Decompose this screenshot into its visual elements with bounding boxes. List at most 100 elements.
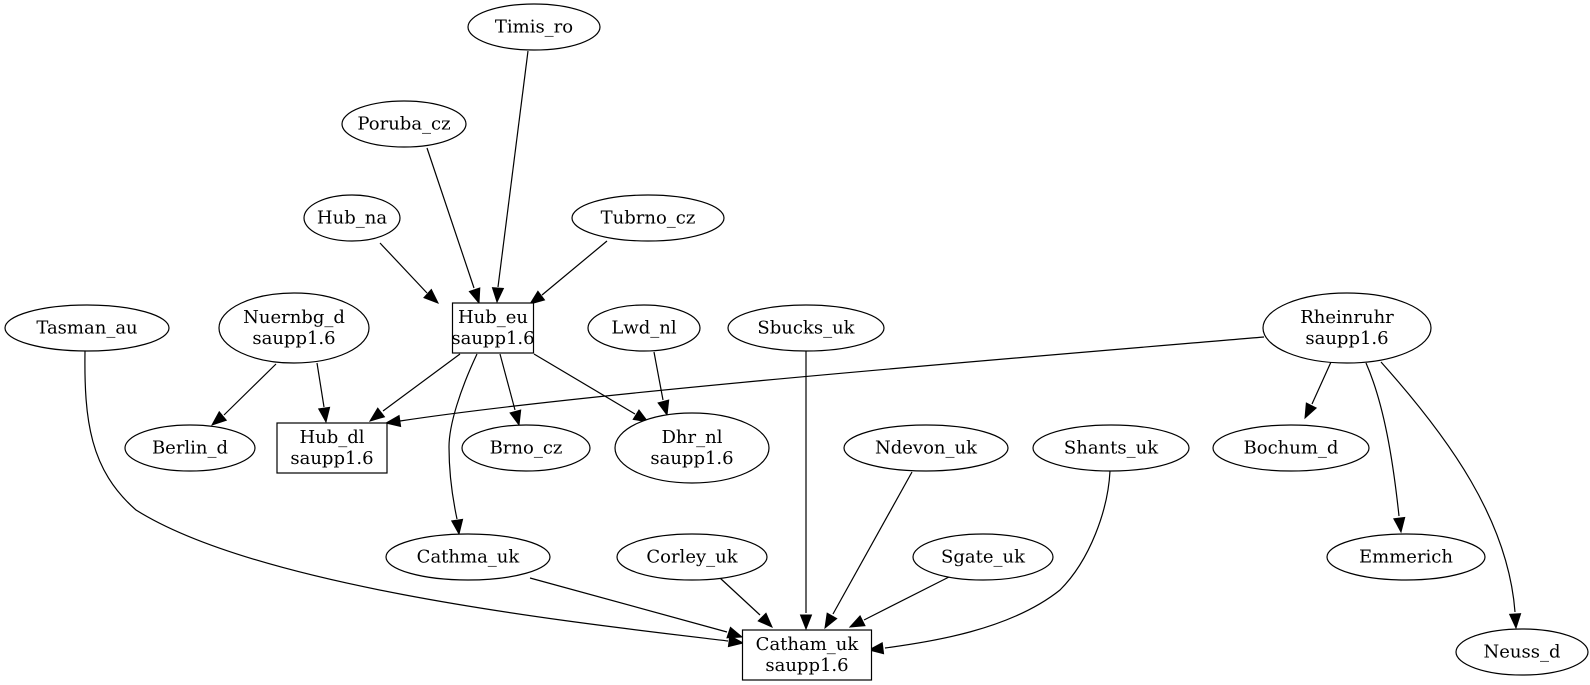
node-brno-cz[interactable]: Brno_cz bbox=[461, 424, 591, 472]
edge-nuernbg-d-to-hub-dl bbox=[316, 362, 331, 424]
node-shants-uk[interactable]: Shants_uk bbox=[1032, 424, 1190, 472]
node-neuss-d[interactable]: Neuss_d bbox=[1455, 628, 1589, 676]
edge-poruba-cz-to-hub-eu bbox=[426, 147, 481, 305]
arrow-head bbox=[1508, 613, 1522, 630]
node-label: Berlin_d bbox=[152, 438, 228, 459]
edge-nuernbg-d-to-berlin-d bbox=[210, 363, 277, 426]
node-hub-na[interactable]: Hub_na bbox=[303, 194, 401, 242]
edge-line bbox=[499, 353, 516, 411]
edge-hub-eu-to-hub-dl bbox=[368, 353, 461, 422]
edge-rheinruhr-to-neuss-d bbox=[1380, 361, 1522, 630]
edge-ndevon-uk-to-catham-uk bbox=[824, 471, 913, 630]
edge-line bbox=[84, 350, 729, 642]
node-label: Tubrno_cz bbox=[601, 208, 696, 229]
node-ellipse bbox=[218, 292, 370, 364]
node-sublabel: saupp1.6 bbox=[765, 655, 848, 676]
node-cathma-uk[interactable]: Cathma_uk bbox=[385, 533, 551, 581]
node-emmerich[interactable]: Emmerich bbox=[1326, 533, 1486, 581]
node-lwd-nl[interactable]: Lwd_nl bbox=[587, 304, 701, 352]
arrow-head bbox=[509, 409, 522, 427]
node-ellipse bbox=[124, 424, 256, 472]
node-label: Lwd_nl bbox=[611, 318, 676, 339]
node-label: Shants_uk bbox=[1064, 438, 1159, 459]
edge-rheinruhr-to-bochum-d bbox=[1304, 361, 1332, 420]
arrow-head bbox=[528, 290, 546, 305]
edge-line bbox=[223, 363, 277, 416]
edge-line bbox=[448, 353, 478, 520]
edge-lwd-nl-to-dhr-nl bbox=[653, 351, 670, 417]
node-label: Cathma_uk bbox=[417, 547, 521, 568]
arrow-head bbox=[368, 407, 386, 422]
node-corley-uk[interactable]: Corley_uk bbox=[616, 533, 768, 581]
node-label: Dhr_nl bbox=[662, 427, 723, 448]
node-ellipse bbox=[571, 194, 725, 242]
node-box bbox=[741, 629, 873, 681]
node-timis-ro[interactable]: Timis_ro bbox=[467, 3, 601, 51]
node-sublabel: saupp1.6 bbox=[290, 448, 373, 469]
edge-tasman-au-to-catham-uk bbox=[84, 350, 745, 648]
node-ellipse bbox=[1032, 424, 1190, 472]
node-label: Rheinruhr bbox=[1300, 307, 1394, 328]
node-box bbox=[276, 422, 388, 474]
node-bochum-d[interactable]: Bochum_d bbox=[1212, 424, 1370, 472]
node-poruba-cz[interactable]: Poruba_cz bbox=[341, 100, 467, 148]
node-ellipse bbox=[1455, 628, 1589, 676]
node-tubrno-cz[interactable]: Tubrno_cz bbox=[571, 194, 725, 242]
node-label: Hub_na bbox=[317, 208, 387, 229]
node-label: Neuss_d bbox=[1484, 642, 1561, 663]
node-berlin-d[interactable]: Berlin_d bbox=[124, 424, 256, 472]
arrow-head bbox=[317, 406, 331, 424]
arrow-head bbox=[468, 287, 481, 305]
node-sbucks-uk[interactable]: Sbucks_uk bbox=[727, 304, 885, 352]
arrow-head bbox=[657, 399, 670, 417]
edge-line bbox=[1380, 361, 1516, 613]
arrow-head bbox=[1304, 402, 1318, 420]
node-ellipse bbox=[341, 100, 467, 148]
node-label: Hub_dl bbox=[299, 427, 364, 448]
node-ndevon-uk[interactable]: Ndevon_uk bbox=[843, 424, 1009, 472]
node-ellipse bbox=[385, 533, 551, 581]
edge-line bbox=[382, 353, 461, 412]
node-label: Emmerich bbox=[1359, 547, 1453, 568]
arrow-head bbox=[727, 634, 745, 648]
edge-line bbox=[653, 351, 664, 401]
node-sgate-uk[interactable]: Sgate_uk bbox=[912, 533, 1054, 581]
arrow-head bbox=[726, 626, 744, 639]
node-label: Timis_ro bbox=[495, 17, 573, 38]
node-ellipse bbox=[461, 424, 591, 472]
edge-line bbox=[529, 577, 728, 633]
edge-line bbox=[426, 147, 475, 289]
node-label: Sbucks_uk bbox=[757, 318, 855, 339]
edge-line bbox=[1365, 362, 1400, 517]
arrow-head bbox=[384, 414, 402, 428]
node-ellipse bbox=[1326, 533, 1486, 581]
edges-layer bbox=[84, 50, 1522, 655]
node-ellipse bbox=[467, 3, 601, 51]
arrow-head bbox=[824, 612, 838, 630]
node-label: Catham_uk bbox=[756, 634, 860, 655]
edge-hub-eu-to-dhr-nl bbox=[533, 353, 650, 423]
node-label: Nuernbg_d bbox=[243, 307, 345, 328]
edge-line bbox=[399, 336, 1265, 422]
node-ellipse bbox=[4, 304, 170, 352]
edge-shants-uk-to-catham-uk bbox=[867, 470, 1111, 655]
node-tasman-au[interactable]: Tasman_au bbox=[4, 304, 170, 352]
edge-sbucks-uk-to-catham-uk bbox=[799, 351, 813, 631]
edge-hub-eu-to-brno-cz bbox=[499, 353, 522, 427]
arrow-head bbox=[423, 288, 440, 304]
edge-timis-ro-to-hub-eu bbox=[491, 50, 529, 304]
edge-hub-na-to-hub-eu bbox=[379, 242, 440, 304]
node-ellipse bbox=[1212, 424, 1370, 472]
edge-line bbox=[379, 242, 428, 294]
node-ellipse bbox=[1262, 292, 1432, 364]
node-label: Brno_cz bbox=[490, 438, 563, 459]
edge-line bbox=[497, 50, 529, 288]
